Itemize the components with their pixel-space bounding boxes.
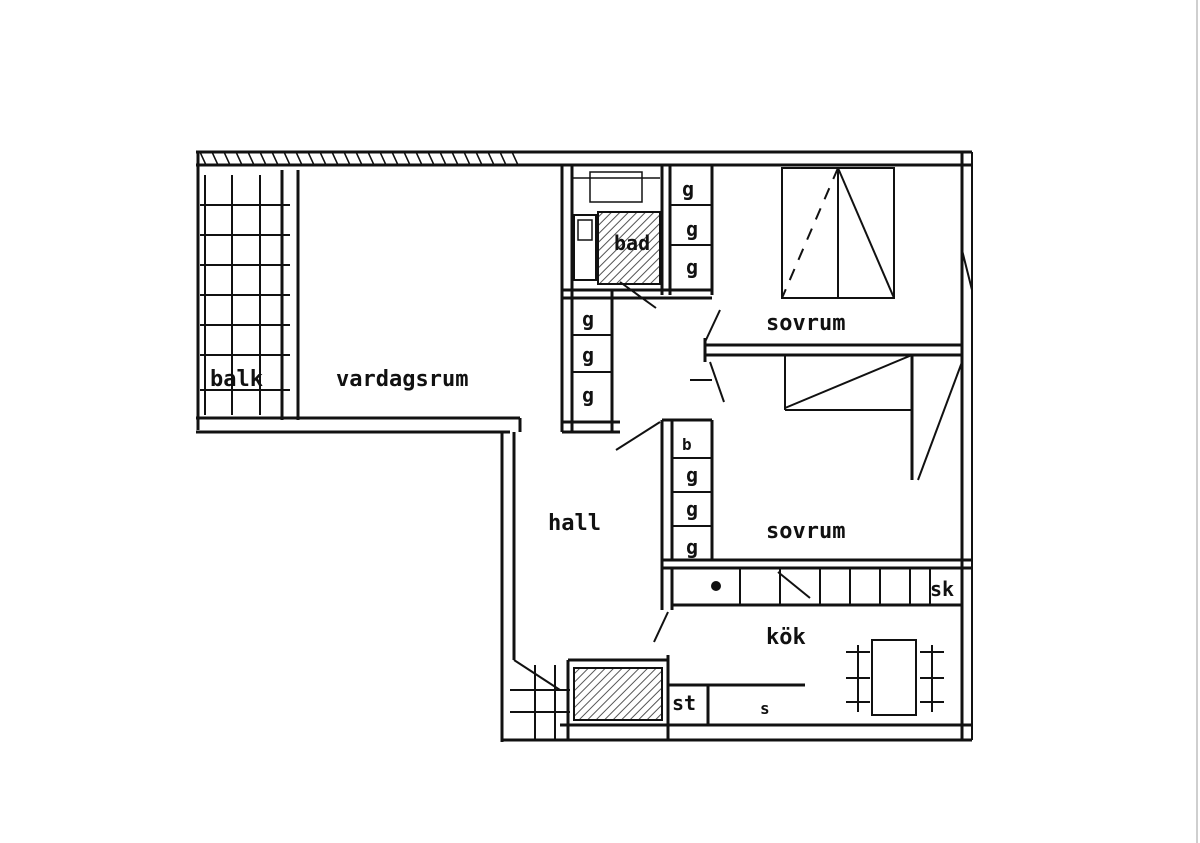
- bathroom-fixtures: [572, 171, 661, 285]
- closet-mark: g: [682, 177, 694, 201]
- wardrobe-dividers: [572, 204, 712, 527]
- kitchen-counter: [711, 568, 931, 605]
- closet-mark: g: [686, 217, 698, 241]
- closet-mark: g: [686, 463, 698, 487]
- room-label-kitchen: kök: [766, 625, 806, 650]
- exterior-walls: [196, 150, 973, 742]
- kitchen-mark-sk: sk: [930, 577, 954, 601]
- closet-mark: g: [582, 307, 594, 331]
- room-label-living-room: vardagsrum: [336, 367, 468, 392]
- balcony-grid: [200, 170, 300, 420]
- room-label-bathroom: bad: [614, 231, 650, 255]
- closet-marks: g g g g g g g g g b: [582, 177, 698, 559]
- bedroom-lower-bed: [784, 354, 963, 481]
- door-swings: [513, 249, 973, 691]
- room-label-bedroom-upper: sovrum: [766, 311, 845, 336]
- top-wall-texture: [199, 151, 519, 166]
- closet-mark: g: [686, 255, 698, 279]
- kitchen-table-chairs: [846, 639, 944, 716]
- kitchen-marks: sk st s: [672, 577, 954, 718]
- page-edge: [1196, 0, 1198, 843]
- closet-mark-b: b: [682, 435, 692, 454]
- interior-walls: [560, 165, 972, 740]
- room-labels: balk vardagsrum bad sovrum sovrum hall k…: [210, 231, 845, 650]
- closet-mark: g: [686, 497, 698, 521]
- kitchen-mark-s: s: [760, 699, 770, 718]
- kitchen-mark-st: st: [672, 691, 696, 715]
- closet-mark: g: [582, 343, 594, 367]
- closet-mark: g: [582, 383, 594, 407]
- closet-mark: g: [686, 535, 698, 559]
- bottom-left-fixtures: [510, 665, 663, 740]
- room-label-bedroom-lower: sovrum: [766, 519, 845, 544]
- bedroom-upper-bed: [781, 167, 895, 299]
- room-label-hall: hall: [548, 511, 601, 536]
- room-label-balcony: balk: [210, 367, 263, 392]
